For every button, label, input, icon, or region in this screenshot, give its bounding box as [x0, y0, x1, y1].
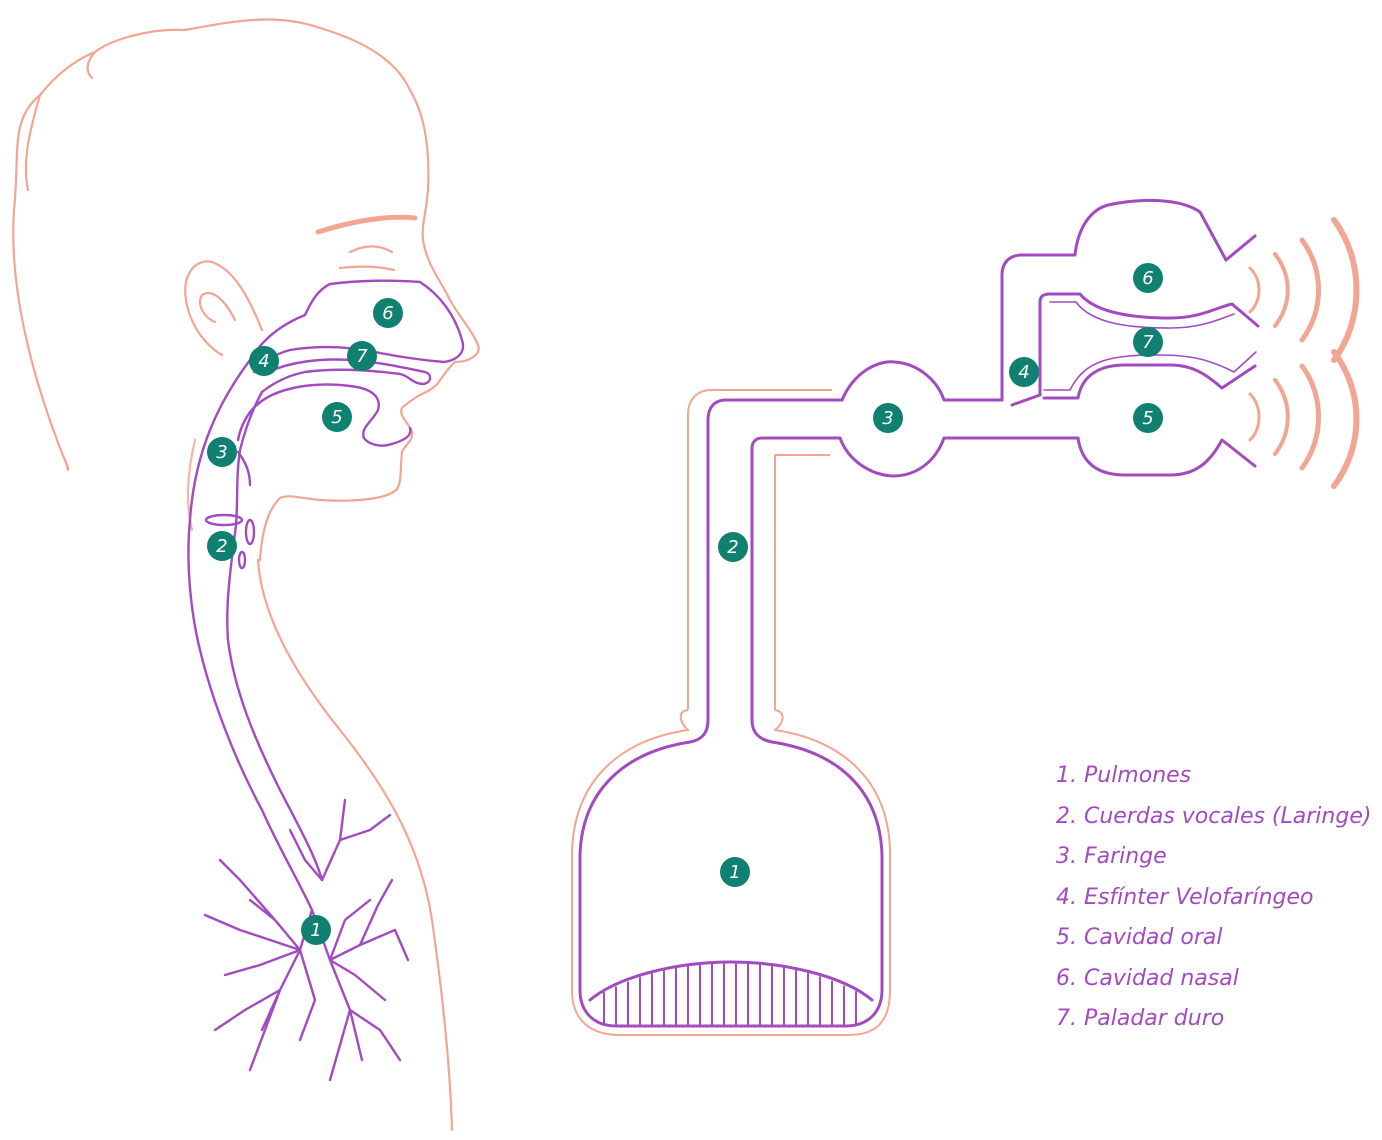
anatomy-badge-3: 3: [207, 437, 237, 467]
pharynx-front-wall: [227, 392, 322, 880]
legend-item-cavidad-oral: 5. Cavidad oral: [1056, 922, 1376, 963]
anatomy-badge-label: 2: [216, 536, 227, 557]
trachea-right-wall: [752, 438, 840, 720]
anatomy-badge-label: 6: [382, 303, 393, 324]
schematic-badge-6: 6: [1133, 263, 1163, 293]
anatomy-badge-1: 1: [301, 915, 331, 945]
sound-wave-nasal-3: [1302, 240, 1319, 340]
legend-item-paladar-duro: 7. Paladar duro: [1056, 1003, 1376, 1044]
legend-item-esfinter-velofaringeo: 4. Esfínter Velofaríngeo: [1056, 882, 1376, 923]
ear-inner: [200, 293, 235, 322]
vocal-tract-anatomy: [188, 281, 463, 1080]
diaphragm: [590, 962, 872, 1000]
schematic-badge-label: 1: [729, 862, 740, 883]
schematic-badge-1: 1: [720, 857, 750, 887]
palate-band-top: [1050, 302, 1234, 328]
schematic-badge-label: 4: [1018, 362, 1029, 383]
vocal-fold-right: [246, 520, 254, 544]
sound-wave-nasal-4: [1334, 220, 1357, 360]
eyelid: [350, 246, 392, 252]
schematic-badge-label: 5: [1142, 408, 1153, 429]
eyebrow: [318, 217, 415, 232]
trachea-outer-right: [775, 455, 830, 710]
legend-item-cuerdas-vocales: 2. Cuerdas vocales (Laringe): [1056, 801, 1376, 842]
schematic-badge-5: 5: [1133, 403, 1163, 433]
anatomy-badge-6: 6: [373, 298, 403, 328]
shoulder-line: [258, 560, 452, 1130]
ear-outline: [185, 261, 262, 355]
anatomy-badge-5: 5: [322, 402, 352, 432]
schematic-badge-3: 3: [873, 403, 903, 433]
schematic-badge-label: 7: [1142, 332, 1154, 353]
anatomy-badge-label: 5: [331, 407, 342, 428]
sound-wave-oral-3: [1302, 366, 1319, 468]
schematic-outline: [572, 390, 890, 1035]
eye-lower: [340, 267, 394, 270]
anatomy-badge-4: 4: [249, 346, 279, 376]
schematic-badge-7: 7: [1133, 327, 1163, 357]
anatomy-badge-label: 3: [216, 442, 227, 463]
schematic-badge-2: 2: [718, 532, 748, 562]
velopharyngeal-flap: [1012, 395, 1040, 405]
head-profile-illustration: [13, 19, 478, 1130]
sound-wave-oral-1: [1250, 394, 1259, 440]
anatomy-badge-label: 4: [258, 351, 269, 372]
anatomy-badge-2: 2: [207, 531, 237, 561]
hair-outline: [13, 19, 428, 468]
palate-band-bottom: [1044, 352, 1256, 390]
legend: 1. Pulmones 2. Cuerdas vocales (Laringe)…: [1056, 760, 1376, 1044]
diaphragm-ribs: [604, 962, 856, 1024]
sound-wave-oral-4: [1334, 352, 1357, 486]
sound-wave-nasal-1: [1250, 268, 1259, 312]
neck-back: [66, 462, 68, 470]
anatomy-badge-label: 7: [356, 346, 368, 367]
hard-palate: [262, 360, 430, 393]
anatomy-badge-7: 7: [347, 341, 377, 371]
face-profile: [260, 245, 479, 560]
anatomy-badge-label: 1: [310, 920, 321, 941]
legend-item-pulmones: 1. Pulmones: [1056, 760, 1376, 801]
sound-wave-oral-2: [1275, 380, 1288, 454]
larynx-lower: [239, 552, 245, 568]
schematic-badge-label: 6: [1142, 268, 1153, 289]
sound-waves: [1250, 220, 1357, 486]
pharynx-back-wall: [188, 360, 312, 910]
legend-item-cavidad-nasal: 6. Cavidad nasal: [1056, 963, 1376, 1004]
sound-wave-nasal-2: [1275, 254, 1288, 326]
schematic-badge-4: 4: [1009, 357, 1039, 387]
schematic-badge-label: 2: [727, 537, 738, 558]
schematic-badge-label: 3: [882, 408, 893, 429]
legend-item-faringe: 3. Faringe: [1056, 841, 1376, 882]
